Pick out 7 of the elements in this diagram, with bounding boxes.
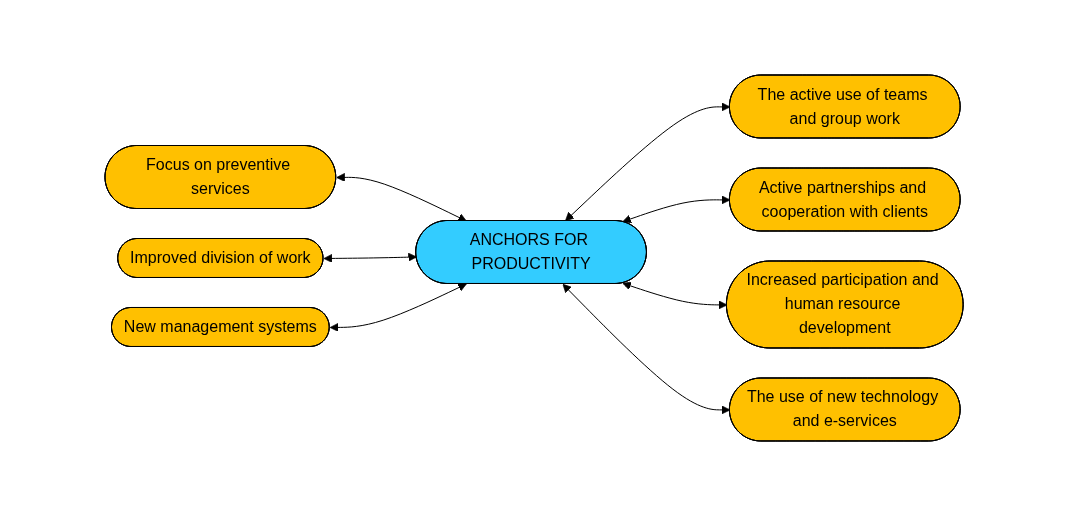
arrow [330,283,468,332]
arrow [336,173,468,222]
arrow [622,195,731,224]
arrow [562,283,731,415]
arrow [323,252,418,263]
arrow [565,102,731,222]
arrow [622,281,728,310]
